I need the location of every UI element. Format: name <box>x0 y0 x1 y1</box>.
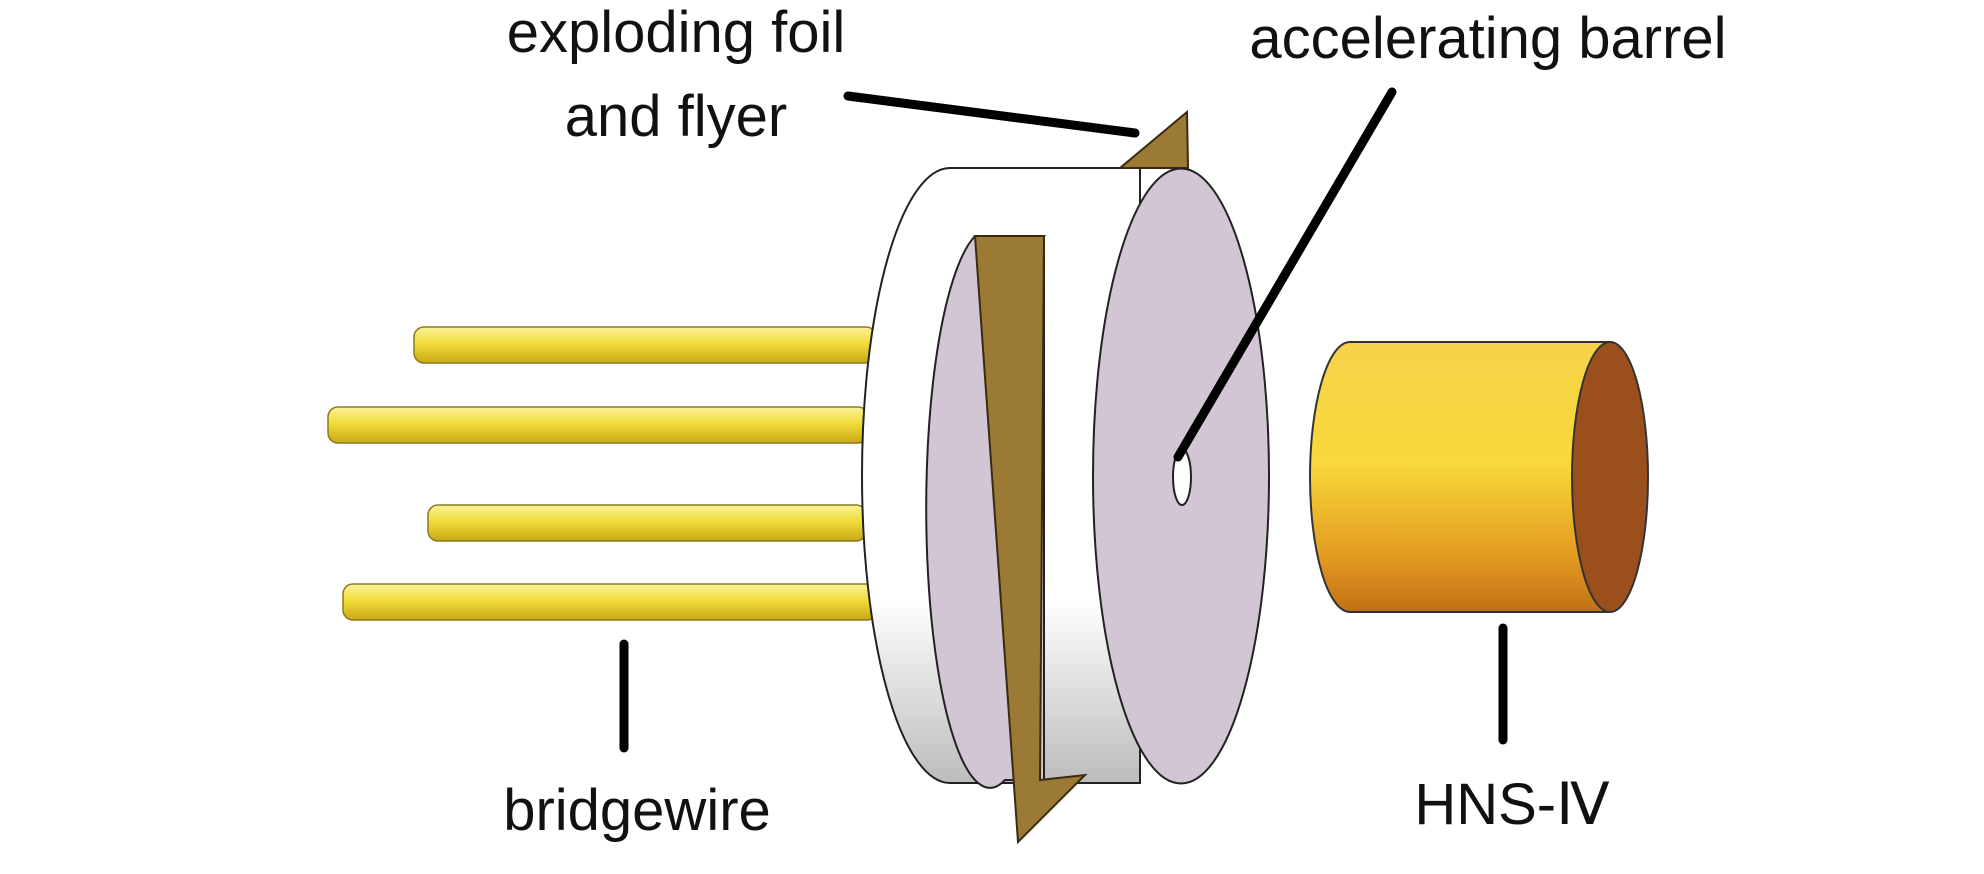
leader-line-barrel <box>1173 87 1397 462</box>
accelerating-barrel-disk <box>1092 167 1270 785</box>
bridgewire-rod <box>327 406 869 444</box>
label-accelerating-barrel: accelerating barrel <box>1249 6 1726 71</box>
label-bridgewire: bridgewire <box>503 778 771 843</box>
bridgewire-rod <box>413 326 877 364</box>
hns-pellet <box>1309 341 1649 613</box>
labels: exploding foil and flyer accelerating ba… <box>503 0 1726 843</box>
hns-pellet-end <box>1571 341 1649 613</box>
bridgewires <box>327 326 878 621</box>
foil-flyer-sheet <box>973 109 1190 845</box>
label-exploding-foil-line2: and flyer <box>565 84 787 149</box>
bridgewire-rod <box>427 504 867 542</box>
label-hns: HNS-Ⅳ <box>1414 772 1610 837</box>
bridgewire-rod <box>342 583 878 621</box>
label-hns-prefix: HNS- <box>1414 772 1556 837</box>
label-hns-numeral: Ⅳ <box>1556 772 1610 837</box>
leader-line-foil <box>843 91 1140 138</box>
label-exploding-foil-line1: exploding foil <box>507 0 846 65</box>
leader-lines <box>619 87 1508 753</box>
